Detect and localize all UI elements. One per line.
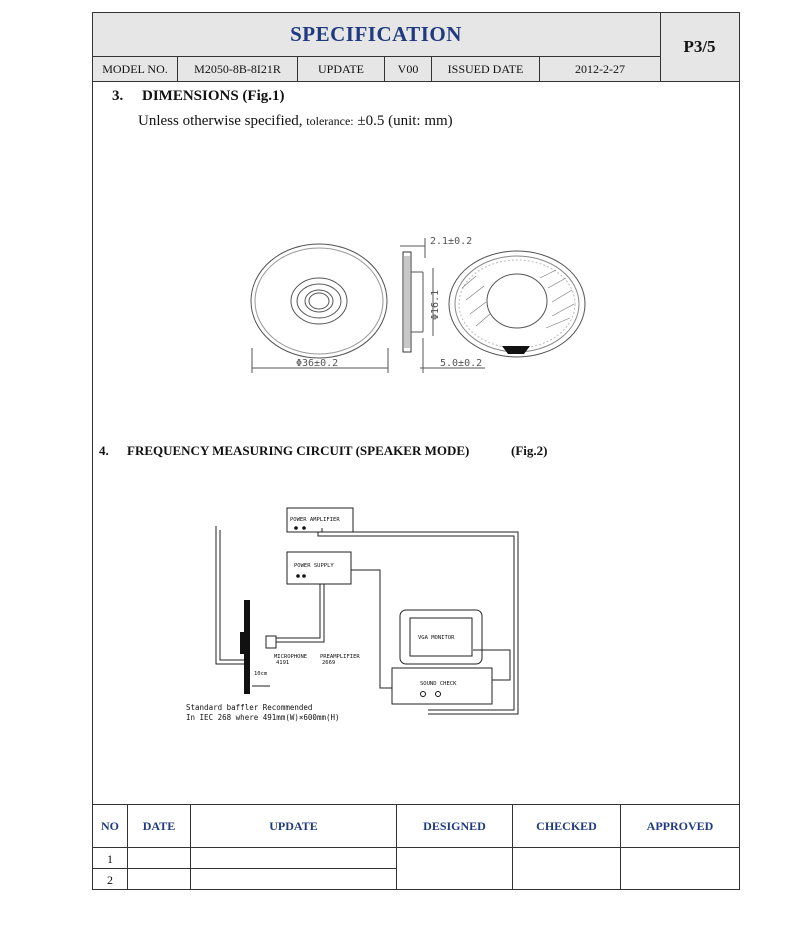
footer-header-approved: APPROVED [646, 819, 714, 833]
header-col-line [431, 56, 432, 81]
footer-col-line [620, 804, 621, 889]
issued-label: ISSUED DATE [447, 62, 524, 76]
dim-inner: Φ16.1 [430, 290, 441, 320]
label-preamplifier: PREAMPLIFIER [320, 654, 360, 660]
section4-number: 4. [99, 443, 109, 458]
header-col-line [297, 56, 298, 81]
footer-top-line [93, 804, 739, 805]
update-label: UPDATE [317, 62, 364, 76]
header-background [93, 13, 739, 81]
header-divider [93, 56, 660, 57]
label-sound-check: SOUND CHECK [420, 681, 457, 687]
dim-thickness: 2.1±0.2 [430, 236, 472, 247]
section4-fig: (Fig.2) [511, 443, 548, 458]
label-microphone-no: 4191 [276, 660, 289, 666]
issued-value: 2012-2-27 [575, 62, 625, 76]
speaker-outer-rim [250, 243, 388, 359]
label-microphone: MICROPHONE [274, 654, 307, 660]
sound-check-box [391, 667, 493, 705]
update-value: V00 [397, 62, 419, 76]
header-bottom-line [93, 81, 739, 82]
section3-number: 3. [112, 88, 124, 104]
footer-col-line [190, 804, 191, 889]
footer-row-1: 1 [107, 852, 113, 866]
footer-row-2: 2 [107, 873, 113, 887]
baffle-note-2: In IEC 268 where 491mm(W)×600mm(H) [186, 713, 340, 722]
model-label: MODEL NO. [102, 62, 168, 76]
footer-col-line [512, 804, 513, 889]
section3-note: Unless otherwise specified, tolerance: ±… [138, 113, 453, 130]
power-amplifier-box [286, 507, 354, 533]
note-part-b: tolerance: [306, 114, 354, 128]
power-supply-box [286, 551, 352, 585]
header-col-line [384, 56, 385, 81]
footer-header-checked: CHECKED [536, 819, 597, 833]
footer-header-update: UPDATE [269, 819, 318, 833]
header-col-line [539, 56, 540, 81]
footer-header-line [93, 847, 739, 848]
dim-diameter: Φ36±0.2 [296, 358, 338, 369]
label-distance: 10cm [254, 671, 268, 677]
footer-row-line [93, 868, 396, 869]
section3-title: DIMENSIONS (Fig.1) [142, 88, 285, 104]
footer-header-no: NO [101, 819, 119, 833]
baffle-note-1: Standard baffler Recommended [186, 703, 312, 712]
header-col-line [177, 56, 178, 81]
page-box-divider [660, 13, 661, 81]
footer-header-designed: DESIGNED [423, 819, 486, 833]
measuring-circuit-diagram: POWER AMPLIFIER POWER SUPPLY MICROPHONE … [186, 507, 519, 722]
label-power-supply: POWER SUPPLY [294, 563, 334, 569]
label-power-amplifier: POWER AMPLIFIER [290, 517, 340, 523]
document-title: SPECIFICATION [290, 22, 462, 46]
document-frame [92, 12, 740, 890]
label-preamplifier-no: 2669 [322, 660, 335, 666]
note-part-a: Unless otherwise specified, [138, 113, 303, 129]
footer-header-date: DATE [142, 819, 176, 833]
footer-col-line [127, 804, 128, 889]
model-value: M2050-8B-8I21R [194, 62, 281, 76]
section4-title: FREQUENCY MEASURING CIRCUIT (SPEAKER MOD… [127, 443, 470, 458]
speaker-dimension-drawing: 2.1±0.2 Φ16.1 Φ36±0.2 5.0±0.2 [250, 236, 586, 373]
label-vga-monitor: VGA MONITOR [418, 635, 455, 641]
footer-col-line [396, 804, 397, 889]
note-part-c: ±0.5 (unit: mm) [357, 113, 453, 129]
dim-depth: 5.0±0.2 [440, 358, 482, 369]
page-number: P3/5 [683, 37, 716, 56]
baffle [244, 600, 250, 694]
